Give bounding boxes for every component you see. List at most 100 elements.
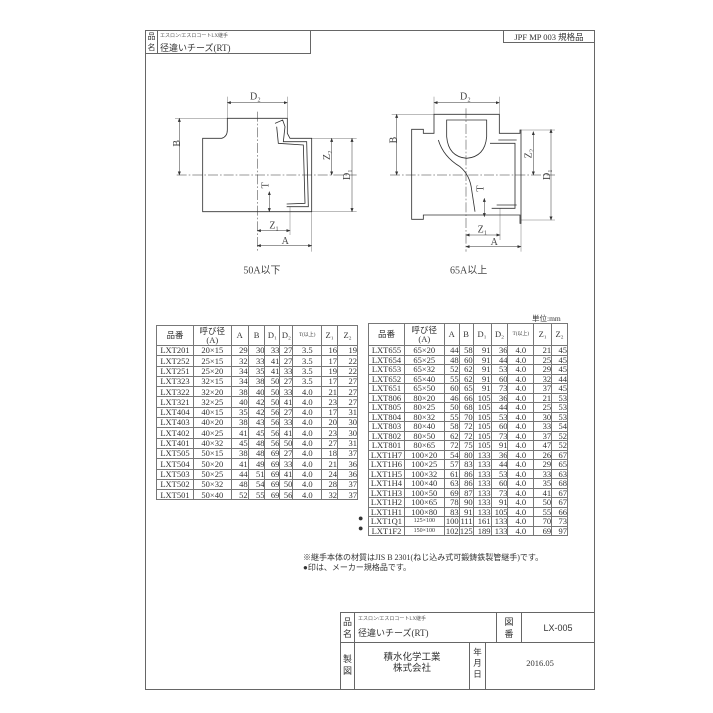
table-cell: 4.0: [292, 386, 323, 398]
table-cell: 25×15: [192, 355, 232, 367]
note-material: ※継手本体の材質はJIS B 2301(ねじ込み式可鍛鋳鉄製管継手)です。: [303, 553, 544, 562]
table-cell: 65: [458, 383, 474, 394]
table-cell: 30: [247, 344, 266, 357]
table-cell: 41: [264, 355, 281, 367]
fitting-inner: [274, 119, 309, 208]
table-cell: 67: [551, 487, 568, 498]
table-cell: 29: [230, 344, 249, 357]
table-cell: 38: [247, 375, 266, 388]
label-a: A: [491, 237, 499, 248]
table-cell: 41: [533, 487, 553, 498]
table-cell: 105: [490, 506, 509, 517]
table-cell: 4.0: [507, 440, 535, 451]
table-cell: 4.0: [292, 447, 323, 460]
table-cell: 35: [533, 478, 553, 489]
table-cell: 41: [264, 365, 281, 377]
label-b: B: [172, 140, 183, 147]
table-cell: 45: [551, 345, 568, 356]
table-cell: 42: [247, 406, 266, 419]
label-t: T: [260, 182, 271, 188]
table-cell: 3.5: [292, 355, 323, 367]
table-cell: 43: [247, 417, 266, 429]
table-cell: 65×40: [403, 373, 445, 384]
table-cell: 4.0: [507, 354, 535, 365]
maker-label: 製図: [341, 643, 355, 689]
maker-company: 株式会社: [392, 664, 431, 674]
table-cell: 31: [337, 437, 358, 449]
table-cell: 4.0: [507, 364, 535, 375]
table-cell: 27: [279, 344, 294, 357]
table-cell: 54: [443, 449, 460, 460]
date-label: 年月日: [470, 643, 486, 689]
table-cell: 72: [458, 421, 474, 432]
maker-cell: 積水化学工業 株式会社: [355, 643, 470, 689]
table-cell: 91: [472, 364, 492, 375]
column-header: Z₂: [551, 323, 568, 346]
table-cell: 105: [472, 440, 492, 451]
table-cell: 80: [458, 449, 474, 460]
table-cell: 4.0: [507, 411, 535, 422]
table-cell: 100: [443, 516, 460, 527]
unit-label: 単位:mm: [532, 314, 561, 323]
table-cell: 28: [321, 478, 339, 491]
table-cell: 55: [443, 411, 460, 422]
label-t: T: [475, 186, 486, 192]
table-cell: 80×40: [403, 421, 445, 432]
table-cell: 100×32: [403, 468, 445, 479]
table-cell: 4.0: [507, 459, 535, 470]
table-cell: 44: [551, 373, 568, 384]
table-cell: 37: [533, 430, 553, 441]
table-cell: 4.0: [507, 516, 535, 527]
series-name: エスロン/エスロコートLX継手: [160, 34, 229, 39]
table-cell: 25: [533, 402, 553, 413]
table-cell: 16: [321, 344, 339, 357]
table-cell: 25: [533, 354, 553, 365]
column-header: B: [458, 323, 474, 346]
technical-drawings: D₂ B Z₂ D₁ T Z₁ A 50A以下 D₂ B: [172, 91, 555, 276]
table-cell: 57: [443, 459, 460, 470]
table-cell: 105: [472, 392, 492, 403]
table-cell: 91: [490, 440, 509, 451]
table-cell: 83: [443, 506, 460, 517]
table-cell: 80×65: [403, 440, 445, 451]
table-cell: 44: [443, 345, 460, 356]
table-cell: 65: [551, 459, 568, 470]
table-cell: 48: [443, 354, 460, 365]
table-cell: 38: [230, 417, 249, 429]
table-cell: 41: [279, 396, 294, 408]
table-cell: 44: [490, 459, 509, 470]
table-cell: 32: [533, 373, 553, 384]
table-cell: 56: [279, 489, 294, 501]
table-cell: LXT504: [156, 458, 194, 470]
table-cell: LXT251: [156, 365, 194, 377]
table-cell: 32×20: [192, 386, 232, 398]
table-cell: 111: [458, 516, 474, 527]
table-cell: 133: [490, 516, 509, 527]
table-cell: 61: [443, 468, 460, 479]
table-cell: 4.0: [507, 449, 535, 460]
table-cell: LXT1H4: [368, 478, 405, 489]
table-cell: 73: [490, 430, 509, 441]
table-cell: 80×20: [403, 392, 445, 403]
table-cell: 63: [551, 468, 568, 479]
table-cell: LXT1F2: [368, 525, 405, 536]
table-cell: 73: [490, 487, 509, 498]
table-cell: 48: [247, 437, 266, 449]
table-cell: 40×20: [192, 417, 232, 429]
table-cell: 102: [443, 525, 460, 536]
table-cell: 23: [321, 396, 339, 408]
table-cell: 4.0: [292, 406, 323, 419]
maker-name: 積水化学工業: [383, 653, 441, 663]
table-cell: 133: [472, 468, 492, 479]
